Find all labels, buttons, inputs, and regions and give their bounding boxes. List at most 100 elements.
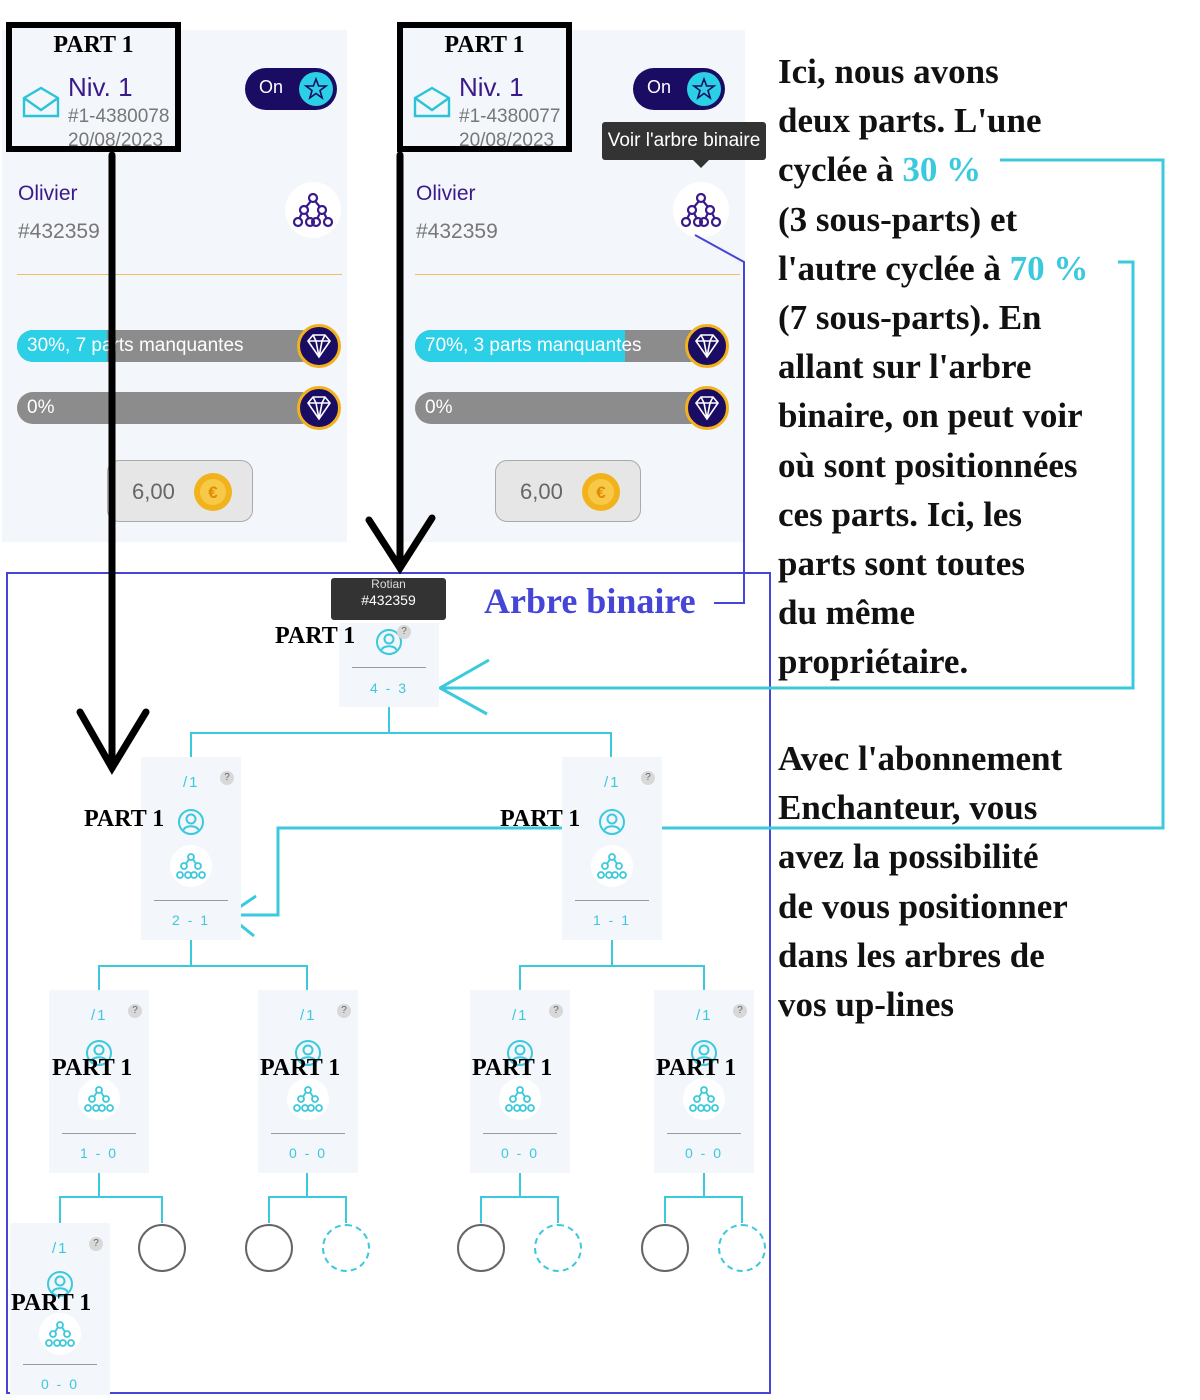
user-icon: [293, 1038, 323, 1073]
node-ratio: 4 - 3: [369, 680, 408, 696]
progress-text: 70%, 3 parts manquantes: [425, 335, 642, 356]
node-ratio: 0 - 0: [684, 1145, 723, 1161]
text-line: ces parts. Ici, les: [778, 494, 1022, 534]
tree-connectors: [59, 707, 743, 1223]
tree-node-l3-1[interactable]: /1 ? 0 - 0: [10, 1223, 110, 1395]
binary-tree-button[interactable]: [673, 182, 729, 238]
binary-tree-icon[interactable]: [287, 1078, 329, 1120]
tree-node-root[interactable]: ? 4 - 3: [339, 623, 439, 707]
part-annotation: PART 1: [275, 623, 356, 649]
tree-node-l2-1[interactable]: /1 ? 1 - 0: [49, 990, 149, 1173]
progress-text: 0%: [27, 397, 55, 418]
part-info-box: PART 1 Niv. 1 #1-4380078 20/08/2023: [6, 22, 181, 152]
node-divider: [62, 1133, 136, 1134]
binary-tree-icon[interactable]: [170, 845, 212, 887]
text-line: dans les arbres de: [778, 935, 1045, 975]
explanation-paragraph: Ici, nous avons deux parts. L'une cyclée…: [778, 47, 1088, 687]
text-line: où sont positionnées: [778, 445, 1078, 485]
progress-bar-1: 30%, 7 parts manquantes: [17, 330, 317, 362]
empty-slot[interactable]: [245, 1224, 293, 1272]
text-line: binaire, on peut voir: [778, 396, 1083, 436]
tree-node-l2-4[interactable]: /1 ? 0 - 0: [654, 990, 754, 1173]
user-icon: [84, 1038, 114, 1073]
part-annotation: PART 1: [260, 1055, 341, 1081]
star-icon: [687, 72, 721, 106]
available-slot[interactable]: [534, 1224, 582, 1272]
empty-slot[interactable]: [138, 1224, 186, 1272]
toggle-switch[interactable]: On: [633, 68, 725, 110]
help-icon[interactable]: ?: [220, 771, 234, 785]
binary-tree-icon[interactable]: [499, 1078, 541, 1120]
price-button[interactable]: 6,00 €: [107, 460, 253, 522]
node-fraction: /1: [604, 774, 621, 791]
help-icon[interactable]: ?: [397, 625, 411, 639]
progress-bar-2: 0%: [17, 392, 317, 424]
tooltip-name: Rotian: [371, 578, 406, 590]
tree-node-l1-left[interactable]: /1 ? 2 - 1: [141, 757, 241, 940]
star-icon: [299, 72, 333, 106]
node-ratio: 0 - 0: [288, 1145, 327, 1161]
help-icon[interactable]: ?: [549, 1004, 563, 1018]
text-line: allant sur l'arbre: [778, 347, 1032, 387]
owner-id: #432359: [416, 220, 498, 243]
text-line: cyclée à 30 %: [778, 145, 1088, 194]
progress-text: 0%: [425, 397, 453, 418]
price-value: 6,00: [520, 479, 563, 504]
diamond-icon: [685, 386, 729, 430]
node-ratio: 1 - 1: [592, 912, 631, 928]
empty-slot[interactable]: [641, 1224, 689, 1272]
node-divider: [352, 667, 426, 668]
text-line: parts sont toutes: [778, 544, 1025, 584]
part-annotation: PART 1: [84, 806, 165, 832]
user-icon: [176, 807, 206, 842]
part-annotation: PART 1: [656, 1055, 737, 1081]
progress-bar-1: 70%, 3 parts manquantes: [415, 330, 715, 362]
user-icon: [45, 1269, 75, 1304]
available-slot[interactable]: [718, 1224, 766, 1272]
user-icon: [505, 1038, 535, 1073]
svg-text:€: €: [596, 483, 606, 502]
binary-tree-button[interactable]: [285, 182, 341, 238]
binary-tree-icon[interactable]: [78, 1078, 120, 1120]
toggle-switch[interactable]: On: [245, 68, 337, 110]
empty-slot[interactable]: [457, 1224, 505, 1272]
text-fragment: cyclée à: [778, 150, 903, 190]
user-icon: [689, 1038, 719, 1073]
help-icon[interactable]: ?: [733, 1004, 747, 1018]
text-line: du même: [778, 593, 916, 633]
help-icon[interactable]: ?: [337, 1004, 351, 1018]
binary-tree-icon[interactable]: [683, 1078, 725, 1120]
help-icon[interactable]: ?: [128, 1004, 142, 1018]
help-icon[interactable]: ?: [641, 771, 655, 785]
part-id: #1-4380077: [459, 106, 561, 127]
node-fraction: /1: [512, 1007, 529, 1024]
progress-fill: [415, 330, 625, 362]
price-button[interactable]: 6,00 €: [495, 460, 641, 522]
node-divider: [23, 1364, 97, 1365]
progress-fill: [17, 330, 107, 362]
text-line: (3 sous-parts) et: [778, 199, 1018, 239]
tree-label: Arbre binaire: [484, 581, 696, 621]
text-fragment: l'autre cyclée à: [778, 248, 1010, 288]
envelope-icon: [413, 86, 451, 120]
tree-node-l2-2[interactable]: /1 ? 0 - 0: [258, 990, 358, 1173]
tree-frame: [6, 572, 771, 1394]
available-slot[interactable]: [322, 1224, 370, 1272]
cyan-arrows: [225, 158, 1165, 938]
node-ratio: 0 - 0: [500, 1145, 539, 1161]
node-fraction: /1: [52, 1240, 69, 1257]
binary-tree-icon[interactable]: [591, 845, 633, 887]
tree-node-l1-right[interactable]: /1 ? 1 - 1: [562, 757, 662, 940]
tooltip-arrow: [693, 160, 709, 168]
user-icon: [597, 807, 627, 842]
price-value: 6,00: [132, 479, 175, 504]
part-date: 20/08/2023: [68, 130, 164, 151]
text-line: (7 sous-parts). En: [778, 298, 1042, 338]
euro-coin-icon: €: [194, 473, 232, 511]
help-icon[interactable]: ?: [89, 1237, 103, 1251]
level: Niv. 1: [68, 72, 133, 102]
part-label: PART 1: [444, 32, 525, 58]
binary-tree-icon[interactable]: [39, 1313, 81, 1355]
tree-node-l2-3[interactable]: /1 ? 0 - 0: [470, 990, 570, 1173]
